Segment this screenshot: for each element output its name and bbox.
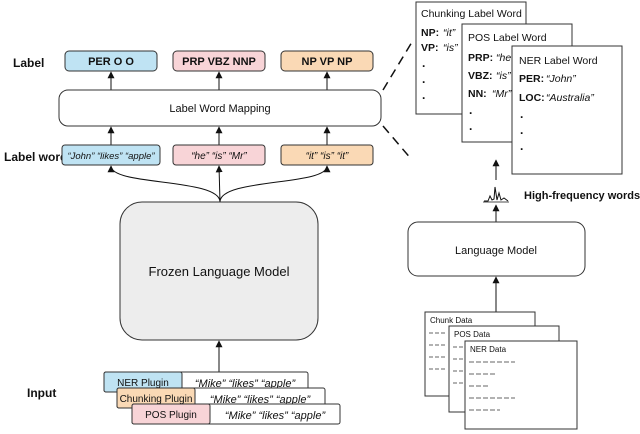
ner-dot-3: . (520, 139, 523, 153)
ner-data-card: NER Data (464, 340, 578, 430)
plugin-pos-name: POS Plugin (145, 410, 197, 421)
ner-row-loc-value: “Australia” (546, 92, 594, 104)
ner-data-title: NER Data (470, 345, 507, 354)
plugin-ner-sentence: “Mike” “likes” “apple” (195, 378, 297, 390)
label-words-chunk-text: “it” “is” “it” (306, 151, 349, 162)
plugin-pos: POS Plugin “Mike” “likes” “apple” (131, 403, 341, 425)
chunking-row-np-value: “it” (443, 27, 456, 39)
frequency-sparkline-icon (484, 186, 509, 202)
input-row-title: Input (27, 386, 56, 400)
pos-row-vbz-value: “is” (496, 70, 511, 82)
pos-data-title: POS Data (454, 330, 491, 339)
chunking-row-vp-value: “is” (443, 42, 458, 54)
plugin-chunking-name: Chunking Plugin (120, 394, 193, 405)
chunking-card-title: Chunking Label Word (421, 8, 522, 20)
label-words-pos-text: “he” “is” “Mr” (191, 151, 247, 162)
language-model-text: Language Model (455, 245, 537, 257)
plugin-ner-name: NER Plugin (117, 378, 169, 389)
ner-card-title: NER Label Word (519, 55, 598, 67)
ner-dot-1: . (520, 107, 523, 121)
label-box-chunk: NP VP NP (280, 50, 374, 72)
frozen-language-model-text: Frozen Language Model (149, 264, 290, 279)
label-box-pos: PRP VBZ NNP (172, 50, 266, 72)
chunking-dot-1: . (422, 56, 425, 70)
arrow-model-to-chunk-words (219, 165, 331, 203)
dashed-connector-bottom (382, 125, 413, 161)
label-words-ner-text: “John” “likes” “apple” (67, 151, 155, 162)
label-words-ner: “John” “likes” “apple” (61, 144, 161, 166)
dashed-connector-top (382, 41, 413, 91)
pos-card-title: POS Label Word (468, 32, 547, 44)
label-word-mapping-box: Label Word Mapping (58, 89, 382, 127)
plugin-pos-sentence: “Mike” “likes” “apple” (225, 410, 327, 422)
pos-row-nn-key: NN: (468, 88, 487, 100)
label-box-pos-text: PRP VBZ NNP (182, 56, 256, 68)
chunking-dot-2: . (422, 72, 425, 86)
label-words-pos: “he” “is” “Mr” (172, 144, 266, 166)
label-box-ner-text: PER O O (88, 56, 134, 68)
label-words-chunk: “it” “is” “it” (280, 144, 374, 166)
high-frequency-words-label: High-frequency words (524, 190, 640, 202)
label-word-mapping-text: Label Word Mapping (169, 103, 270, 115)
pos-dot-1: . (469, 103, 472, 117)
pos-row-prp-key: PRP: (468, 52, 493, 64)
chunk-data-title: Chunk Data (430, 316, 473, 325)
pos-row-prp-value: “he” (496, 52, 515, 64)
language-model-box: Language Model (407, 221, 586, 277)
chunking-row-vp-key: VP: (421, 42, 439, 54)
arrow-model-to-ner-words (107, 165, 221, 203)
ner-dot-2: . (520, 123, 523, 137)
label-box-chunk-text: NP VP NP (302, 56, 353, 68)
arrow-model-to-pos-words (215, 165, 223, 203)
ner-row-loc-key: LOC: (519, 92, 545, 104)
plugin-ner: NER Plugin “Mike” “likes” “apple” (103, 371, 309, 393)
ner-row-per-value: “John” (546, 73, 576, 85)
label-word-row-title: Label word (4, 150, 67, 164)
pos-dot-2: . (469, 119, 472, 133)
pos-row-nn-value: “Mr” (492, 88, 512, 100)
label-box-ner: PER O O (64, 50, 158, 72)
chunking-dot-3: . (422, 88, 425, 102)
frozen-language-model-box: Frozen Language Model (119, 201, 319, 341)
label-row-title: Label (13, 56, 44, 70)
ner-label-word-card: NER Label Word PER: “John” LOC: “Austral… (511, 45, 623, 175)
chunking-row-np-key: NP: (421, 27, 439, 39)
pos-row-vbz-key: VBZ: (468, 70, 493, 82)
plugin-chunking: Chunking Plugin “Mike” “likes” “apple” (116, 387, 326, 409)
ner-row-per-key: PER: (519, 73, 544, 85)
plugin-chunking-sentence: “Mike” “likes” “apple” (210, 394, 312, 406)
